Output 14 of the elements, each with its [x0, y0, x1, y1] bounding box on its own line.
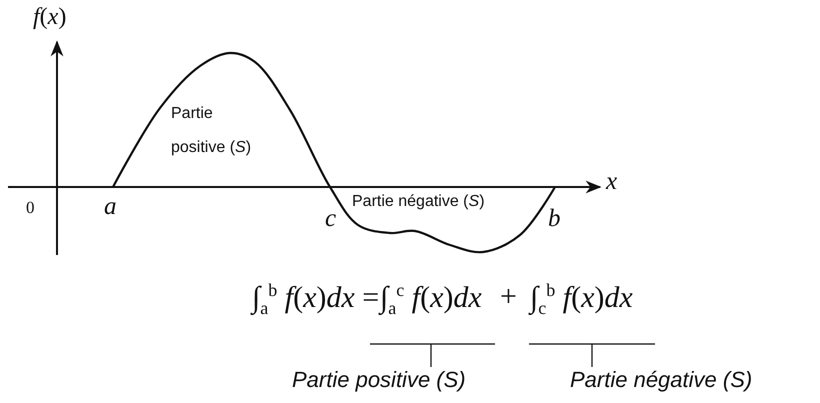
region-label: Partie négative (S)	[352, 193, 485, 212]
point-label: a	[104, 193, 116, 222]
region-label: Partie positive (S)	[171, 104, 252, 158]
point-label: b	[548, 205, 560, 234]
part-caption: Partie négative (S)	[570, 367, 752, 392]
formula: ∫$_{a}$$^{b}$ f(x)dx =	[252, 280, 380, 319]
plus-sign: +	[500, 280, 517, 314]
part-caption: Partie positive (S)	[292, 367, 466, 392]
formula: ∫$_{a}$$^{c}$ f(x)dx	[380, 280, 482, 319]
origin-label: 0	[26, 198, 34, 218]
point-label: c	[325, 205, 336, 234]
formula: ∫$_{c}$$^{b}$ f(x)dx	[530, 280, 633, 319]
axis-label: f(x)	[33, 4, 66, 32]
axis-label: x	[606, 168, 618, 197]
